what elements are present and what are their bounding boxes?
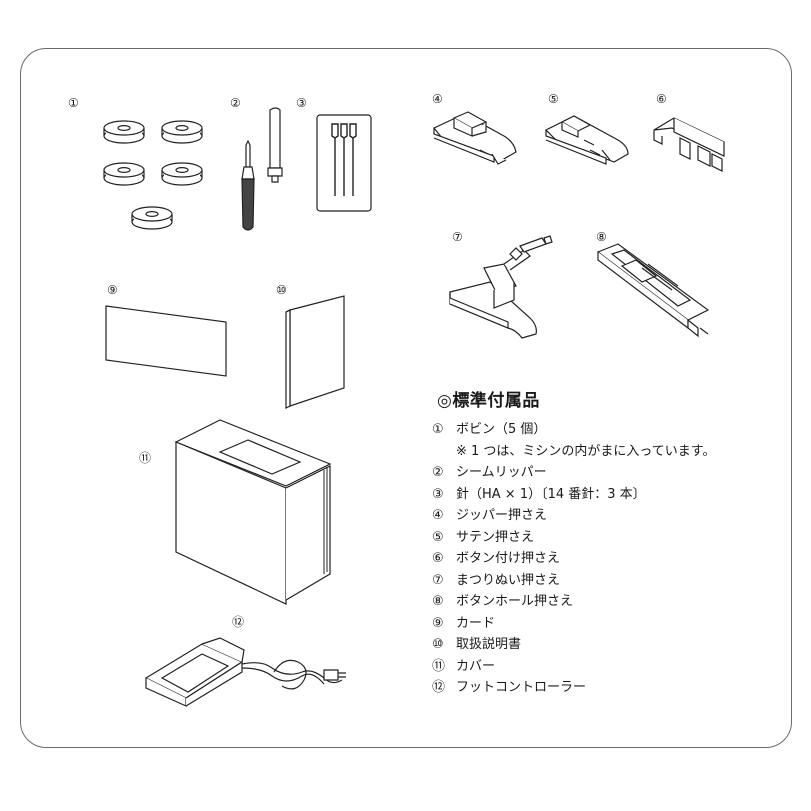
callout-5: ⑤ (548, 92, 559, 106)
foot-controller-illustration (144, 632, 354, 712)
bobbins-illustration (96, 110, 216, 240)
callout-7: ⑦ (452, 230, 463, 244)
callout-12: ⑫ (232, 615, 245, 629)
zipper-foot-illustration (430, 110, 520, 180)
needles-illustration (316, 114, 372, 212)
callout-8: ⑧ (596, 230, 607, 244)
section-title: ◎標準付属品 (437, 391, 540, 411)
content-frame (20, 48, 792, 748)
seam-ripper-illustration (230, 105, 290, 235)
callout-6: ⑥ (656, 92, 667, 106)
buttonhole-foot-illustration (592, 238, 714, 342)
callout-10: ⑩ (276, 283, 287, 297)
manual-illustration (282, 294, 348, 410)
callout-1: ① (68, 96, 79, 110)
blind-hem-foot-illustration (444, 234, 564, 342)
callout-11: ⑪ (139, 451, 152, 465)
callout-4: ④ (432, 92, 443, 106)
callout-3: ③ (296, 96, 307, 110)
callout-2: ② (230, 96, 241, 110)
list-note: ※ 1 つは、ミシンの内がまに入っています。 (456, 443, 716, 459)
cover-illustration (174, 418, 334, 606)
button-foot-illustration (652, 112, 734, 176)
callout-9: ⑨ (107, 283, 118, 297)
card-illustration (104, 304, 230, 378)
satin-foot-illustration (544, 110, 630, 180)
